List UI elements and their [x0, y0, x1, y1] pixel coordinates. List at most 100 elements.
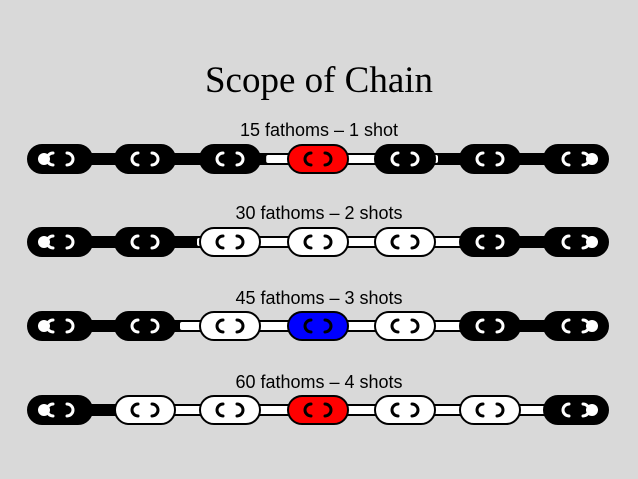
link-slot [475, 151, 485, 167]
chain-link-stowed [27, 395, 93, 425]
row-label-4: 60 fathoms – 4 shots [235, 372, 403, 392]
link-slot [475, 234, 485, 250]
chain-link-stowed [199, 144, 261, 174]
chain-row-3 [27, 311, 609, 341]
link-slot [130, 234, 140, 250]
link-body [114, 395, 176, 425]
chain-link-stowed [459, 144, 521, 174]
link-slot [390, 318, 400, 334]
link-slot [495, 151, 505, 167]
chain-link-stowed [459, 227, 521, 257]
link-body [114, 144, 176, 174]
link-slot [235, 402, 245, 418]
link-body [114, 227, 176, 257]
link-slot [130, 402, 140, 418]
link-slot [495, 234, 505, 250]
link-slot [150, 318, 160, 334]
link-body [374, 395, 436, 425]
link-body [199, 144, 261, 174]
slide-title: Scope of Chain [204, 60, 434, 101]
link-body [374, 311, 436, 341]
chain-link-stowed [459, 311, 521, 341]
link-body [543, 227, 609, 257]
link-slot [323, 318, 333, 334]
link-body [27, 395, 93, 425]
link-slot [390, 151, 400, 167]
link-body [287, 227, 349, 257]
chain-link-stowed [27, 144, 93, 174]
link-slot [65, 234, 75, 250]
link-slot [410, 402, 420, 418]
chain-link-stowed [27, 227, 93, 257]
chain-link-stowed [114, 144, 176, 174]
chain-link-paid-out [199, 395, 261, 425]
chain-link-paid-out [374, 395, 436, 425]
link-body [459, 395, 521, 425]
link-slot [215, 318, 225, 334]
link-slot [65, 402, 75, 418]
link-slot [410, 318, 420, 334]
link-body [27, 227, 93, 257]
link-slot [323, 234, 333, 250]
link-slot [150, 151, 160, 167]
link-slot [561, 402, 571, 418]
link-slot [215, 234, 225, 250]
chain-link-paid-out [199, 227, 261, 257]
shackle-marker-blue [287, 311, 349, 341]
link-body [374, 227, 436, 257]
link-slot [65, 151, 75, 167]
link-slot [561, 318, 571, 334]
chain-link-stowed [543, 311, 609, 341]
link-body [543, 144, 609, 174]
link-eye [38, 236, 50, 248]
chain-link-paid-out [199, 311, 261, 341]
link-eye [586, 320, 598, 332]
chain-link-stowed [543, 395, 609, 425]
link-body [27, 311, 93, 341]
link-slot [303, 151, 313, 167]
link-eye [38, 404, 50, 416]
link-eye [586, 153, 598, 165]
link-eye [38, 153, 50, 165]
chain-link-paid-out [374, 227, 436, 257]
link-slot [475, 318, 485, 334]
row-label-2: 30 fathoms – 2 shots [235, 203, 403, 223]
shackle-marker-red [287, 144, 349, 174]
chain-row-2 [27, 227, 609, 257]
link-slot [303, 402, 313, 418]
chain-link-paid-out [374, 311, 436, 341]
link-slot [235, 234, 245, 250]
link-slot [410, 234, 420, 250]
chain-link-stowed [543, 227, 609, 257]
link-slot [65, 318, 75, 334]
link-slot [130, 318, 140, 334]
link-slot [215, 402, 225, 418]
chain-link-stowed [374, 144, 436, 174]
row-label-1: 15 fathoms – 1 shot [239, 120, 399, 140]
link-slot [390, 234, 400, 250]
link-slot [495, 318, 505, 334]
link-slot [215, 151, 225, 167]
link-eye [586, 404, 598, 416]
link-body [374, 144, 436, 174]
link-body [459, 227, 521, 257]
chain-link-stowed [114, 227, 176, 257]
chain-link-paid-out [459, 395, 521, 425]
chain-link-paid-out [287, 227, 349, 257]
link-slot [323, 402, 333, 418]
link-slot [150, 402, 160, 418]
link-body [543, 311, 609, 341]
link-body [199, 227, 261, 257]
link-body [287, 311, 349, 341]
link-slot [235, 151, 245, 167]
link-eye [586, 236, 598, 248]
shackle-marker-red [287, 395, 349, 425]
link-slot [475, 402, 485, 418]
link-body [199, 311, 261, 341]
link-eye [38, 320, 50, 332]
link-body [27, 144, 93, 174]
link-body [287, 144, 349, 174]
link-body [459, 144, 521, 174]
